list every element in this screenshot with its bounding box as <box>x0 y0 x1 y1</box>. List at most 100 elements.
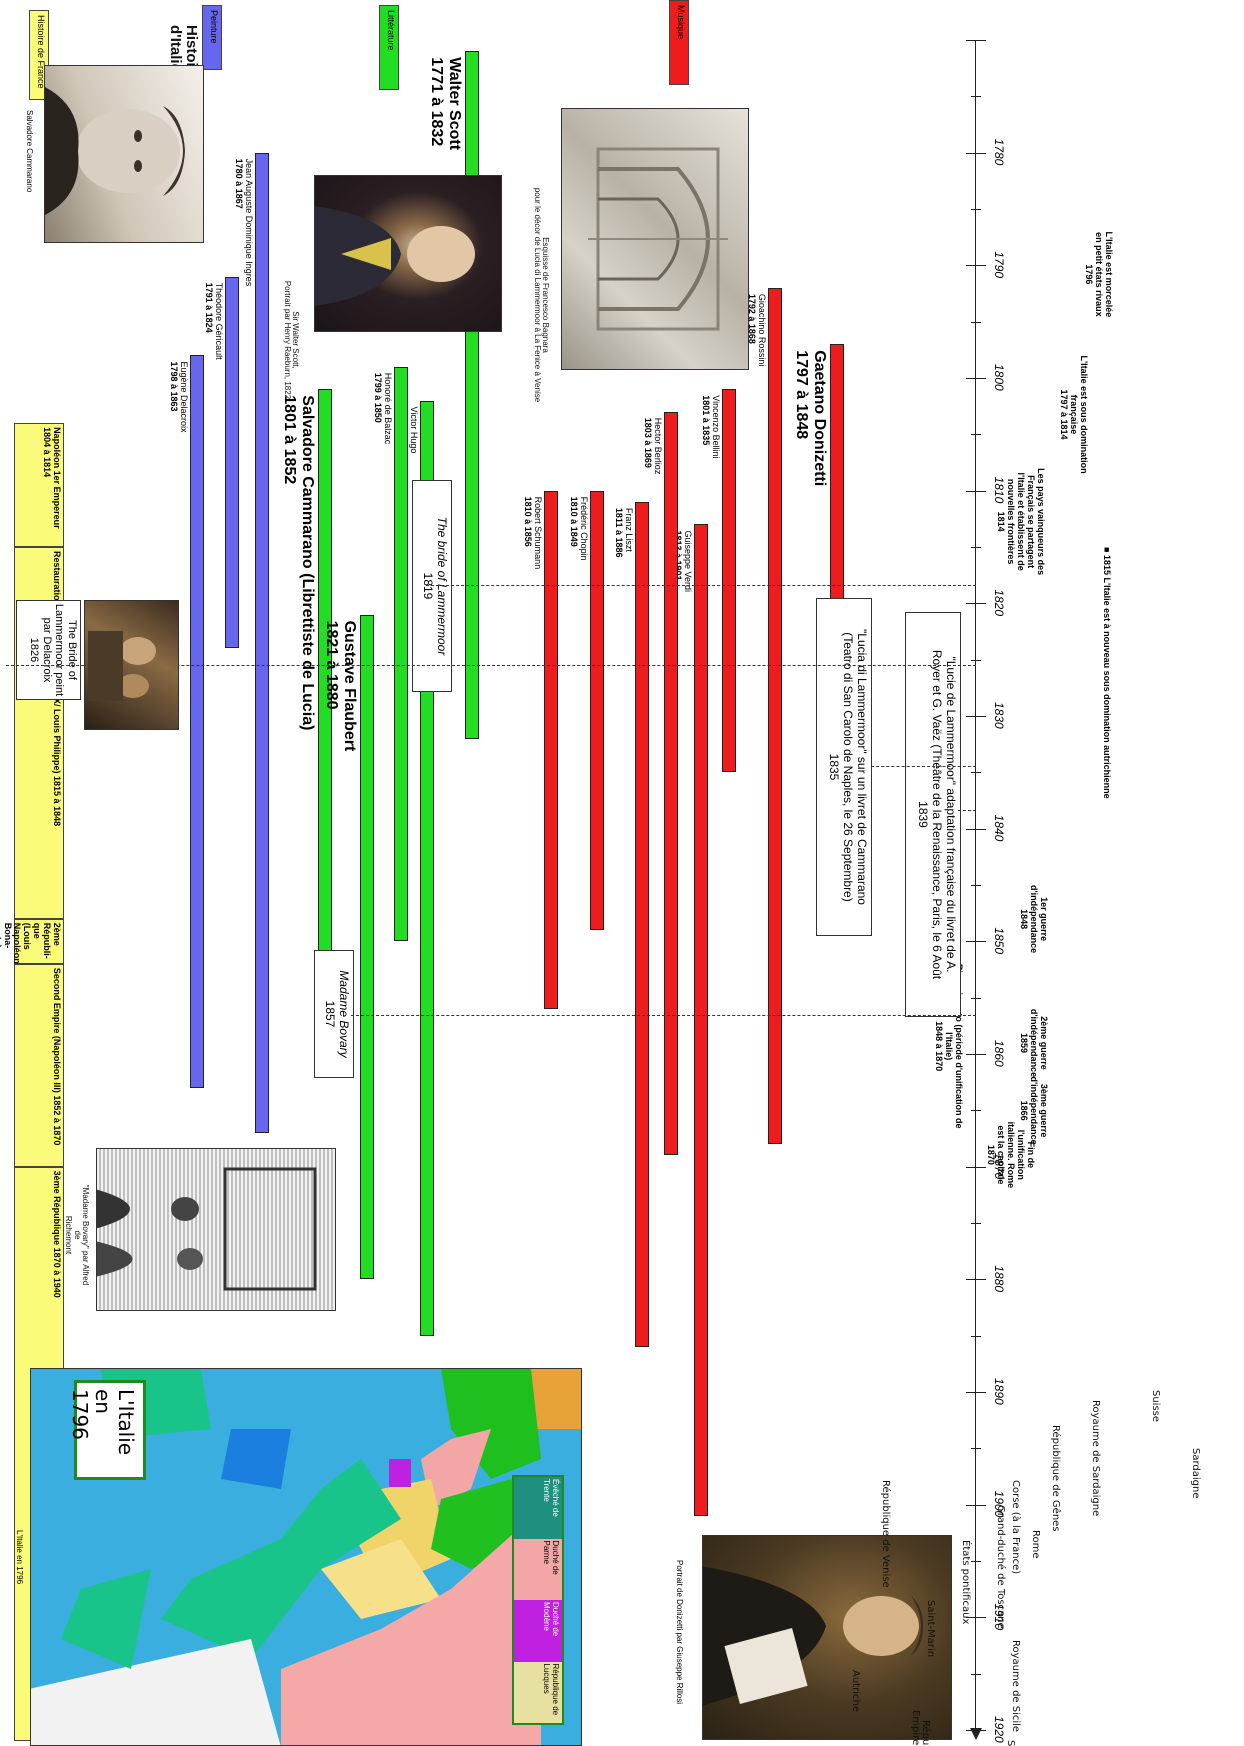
bovary-1857-title: Madame Bovary <box>337 970 351 1058</box>
bagnara-caption-line2: pour le décor de Lucia di Lammermoor à L… <box>532 187 542 403</box>
axis-tick <box>966 1166 986 1168</box>
map-region-label: Rome <box>1030 1530 1041 1559</box>
italy-event-line: est la capitale <box>996 1125 1007 1185</box>
bride-1819-box: The bride of Lammermoor 1819 <box>412 480 452 692</box>
italy-event-line: 1870 <box>986 1144 997 1165</box>
lucia-1835-year: 1835 <box>827 753 842 781</box>
axis-tick <box>966 152 986 154</box>
lifespan-bar-balzac <box>394 366 408 942</box>
map-region-label: Syracuse <box>1005 1740 1016 1746</box>
map-title-line1: L'Italie <box>114 1389 138 1456</box>
painting-figures-icon <box>88 631 156 701</box>
bride-1819-year: 1819 <box>421 572 436 600</box>
musique-tag: Musique <box>669 0 689 85</box>
scott-caption-line2: Portrait par Henry Raeburn, 1822 <box>282 280 292 400</box>
person-dates-schumann: 1810 à 1856 <box>523 496 534 547</box>
donizetti-figure-icon <box>702 1566 923 1706</box>
france-period-napoleon: Napoléon 1er Empereur 1804 à 1814 <box>14 423 64 547</box>
bovary-caption: "Madame Bovary" par Alfred de Richemont <box>64 1180 90 1290</box>
italy-event-line: ■ 1815 L'Italie est à nouveau sous domin… <box>1102 547 1112 799</box>
dash-1819 <box>426 585 976 586</box>
scott-portrait <box>314 175 502 332</box>
bagnara-caption: Esquisse de Francesco Bagnara pour le dé… <box>532 175 550 415</box>
axis-tick <box>971 885 981 886</box>
map-region-label: République de Raguse <box>920 1720 931 1746</box>
axis-tick <box>971 1448 981 1450</box>
person-dates-donizetti: 1797 à 1848 <box>793 350 811 440</box>
map-region-label: États pontificaux <box>960 1540 971 1625</box>
map-region-label: Saint-Marin <box>925 1600 936 1658</box>
lucia-1839-line2: Royer et G. Vaëz (Théâtre de la Renaissa… <box>930 649 945 980</box>
italy-event-line: 1814 <box>996 511 1007 532</box>
axis-tick <box>971 209 981 210</box>
axis-tick <box>971 547 981 548</box>
donizetti-portrait <box>702 1535 952 1740</box>
person-name-delacroix: Eugène Delacroix <box>179 361 189 433</box>
axis-tick <box>971 434 981 436</box>
bovary-figures-icon <box>96 1167 317 1291</box>
axis-tick-label: 1790 <box>992 251 1006 279</box>
axis-tick-label: 1920 <box>992 1716 1006 1743</box>
map-title-box: L'Italie en 1796 <box>68 1380 146 1480</box>
legend-modene: Duché de Modène <box>514 1600 562 1662</box>
legend-parme: Duché de Parme <box>514 1538 562 1600</box>
italy-event-line: d'indépendance <box>1029 885 1040 954</box>
axis-tick-label: 1850 <box>992 927 1006 955</box>
bovary-caption-line1: "Madame Bovary" par Alfred de <box>72 1184 90 1286</box>
italy-event-line: 1797 à 1814 <box>1059 389 1070 440</box>
person-name-flaubert: Gustave Flaubert <box>341 620 358 752</box>
axis-tick <box>966 716 986 717</box>
italy-event-line: 1859 <box>1019 1032 1030 1054</box>
map-title-line2: en 1796 <box>68 1389 115 1440</box>
map-region-label: Corse (à la France) <box>1010 1480 1021 1575</box>
map-region-label: République de Venise <box>880 1480 891 1588</box>
axis-tick <box>966 490 986 492</box>
person-name-hugo: Victor Hugo <box>409 406 419 454</box>
bovary-engraving <box>96 1148 336 1311</box>
peinture-tag: Peinture <box>202 5 222 70</box>
italy-event-line: Français se partagent <box>1026 475 1037 569</box>
italy-event-line: l'Italie et établissent de <box>1016 472 1027 571</box>
lifespan-bar-flaubert <box>360 614 374 1280</box>
person-dates-gericault: 1791 à 1824 <box>204 282 215 333</box>
italy-event-line: d'indépendance <box>1029 1008 1040 1078</box>
axis-tick <box>971 1673 981 1675</box>
lucia-1835-line2: (Teatro di San Carolo de Naples, le 26 S… <box>841 632 856 902</box>
italy-event-line: Les pays vainqueurs des <box>1036 468 1046 576</box>
person-dates-chopin: 1810 à 1849 <box>569 496 580 547</box>
person-name-bellini: Vincenzo Bellini <box>711 395 721 459</box>
axis-tick <box>971 1335 981 1337</box>
map-region-label: Grand-duché de Toscane <box>995 1505 1006 1629</box>
italy-event-line: 1er guerre <box>1039 897 1049 942</box>
axis-tick <box>966 603 986 605</box>
axis-tick <box>966 40 986 41</box>
litterature-tag: Littérature <box>379 5 399 90</box>
person-dates-ingres: 1780 à 1867 <box>234 158 245 209</box>
map-region-label: Autriche <box>850 1670 861 1712</box>
bride-1826-box: The Bride of Lammermoor peint par Delacr… <box>16 600 81 700</box>
person-dates-flaubert: 1821 à 1880 <box>323 620 341 710</box>
axis-tick <box>971 772 981 774</box>
lifespan-bar-bellini <box>722 389 736 773</box>
axis-tick-label: 1780 <box>992 138 1006 166</box>
person-name-berlioz: Hector Berlioz <box>653 417 663 475</box>
person-label-cammarano: Salvadore Cammarano (Librettiste de Luci… <box>281 395 316 730</box>
lifespan-bar-chopin <box>590 490 604 931</box>
axis-tick-label: 1800 <box>992 364 1006 391</box>
person-dates-delacroix: 1798 à 1863 <box>169 361 180 412</box>
lucia-1835-line1: "Lucia di Lammermoor" sur un livret de C… <box>855 629 869 905</box>
person-name-balzac: Honoré de Balzac <box>383 372 393 445</box>
lifespan-bar-delacroix <box>190 355 204 1088</box>
person-dates-cammarano: 1801 à 1852 <box>281 395 299 485</box>
bride-1826-line2: Lammermoor peint <box>53 603 66 697</box>
map-region-label: Royaume de Sardaigne <box>1090 1400 1101 1517</box>
axis-tick <box>971 96 981 98</box>
